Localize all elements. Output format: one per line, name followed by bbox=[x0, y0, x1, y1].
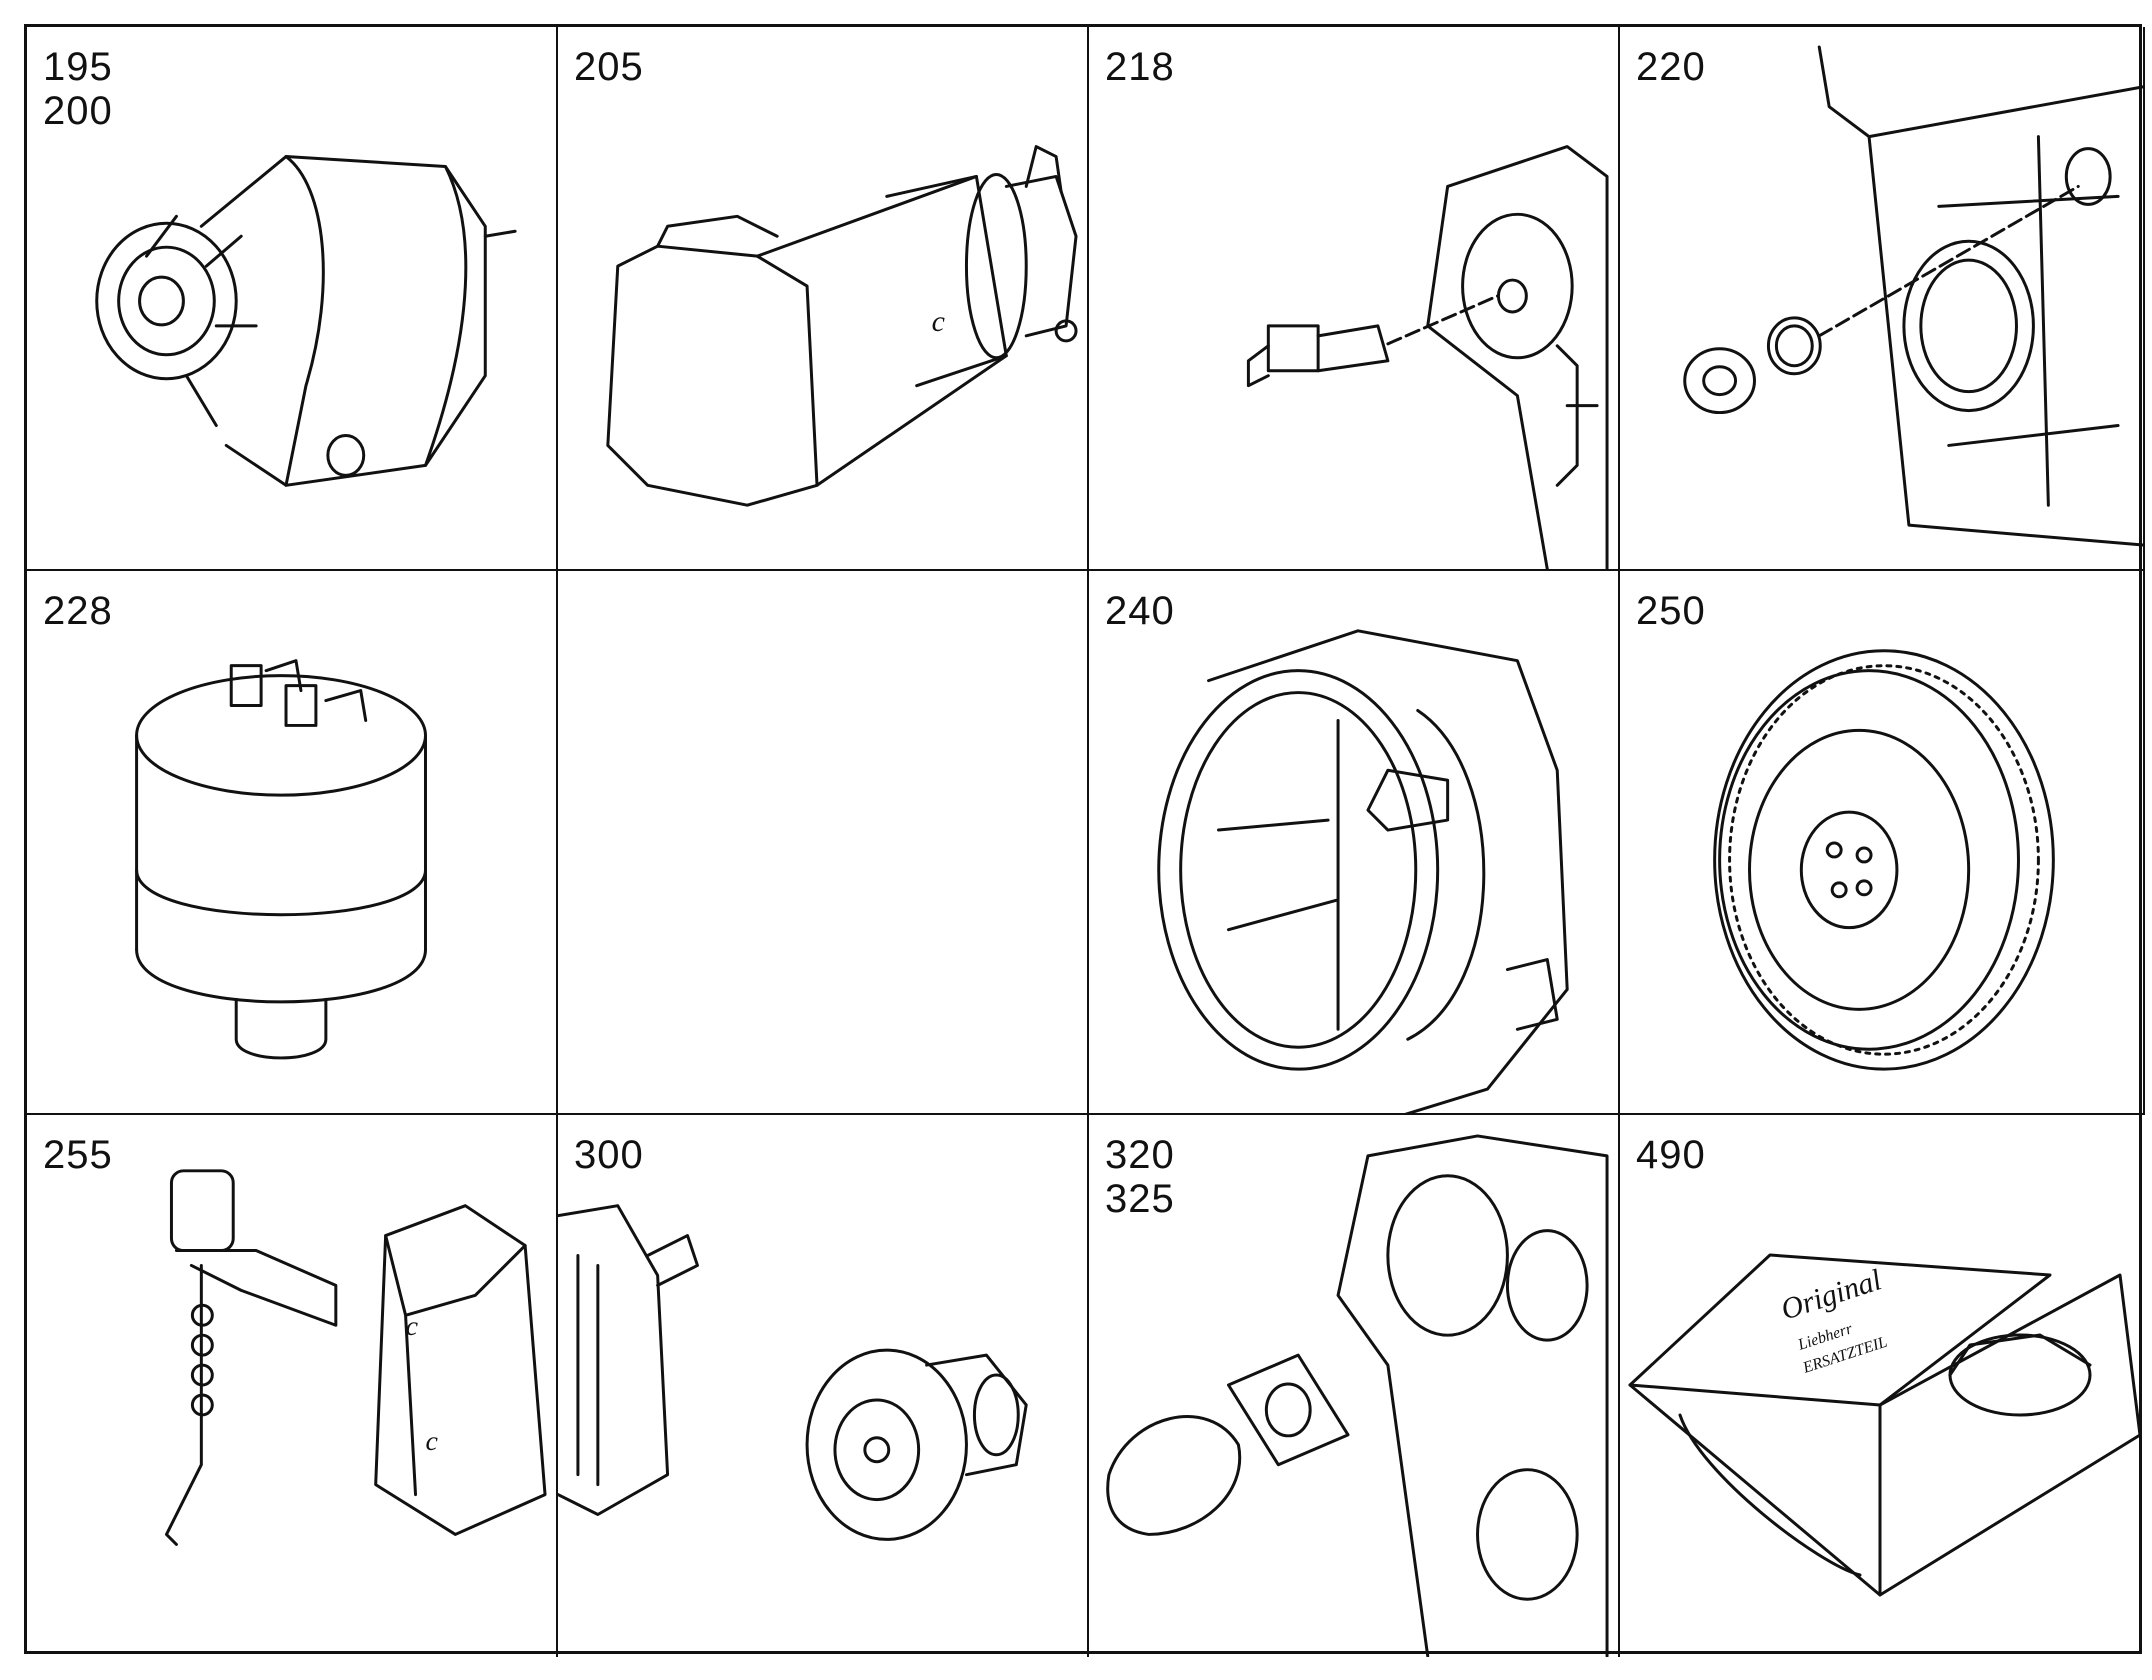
svg-text:c: c bbox=[406, 1311, 419, 1342]
part-number-label: 240 bbox=[1105, 589, 1175, 633]
parts-grid: 195 200 205 c 218 bbox=[24, 24, 2145, 1657]
seal-ring-block-icon bbox=[1683, 45, 2143, 547]
cell-205[interactable]: 205 c bbox=[558, 27, 1089, 571]
part-number-label: 255 bbox=[43, 1133, 113, 1177]
pump-drive-icon bbox=[558, 1204, 1028, 1541]
starter-motor-icon: c bbox=[606, 145, 1078, 507]
cell-228[interactable]: 228 bbox=[27, 571, 558, 1115]
svg-text:c: c bbox=[425, 1426, 438, 1457]
cell-empty bbox=[558, 571, 1089, 1115]
alternator-icon bbox=[95, 155, 517, 487]
gasket-kit-box-icon: Original Liebherr ERSATZTEIL bbox=[1628, 1253, 2142, 1597]
part-number-label: 228 bbox=[43, 589, 113, 633]
box-brand-text: Original bbox=[1777, 1263, 1885, 1326]
part-number-label: 490 bbox=[1636, 1133, 1706, 1177]
flywheel-housing-icon bbox=[1157, 629, 1569, 1113]
cell-300[interactable]: 300 bbox=[558, 1115, 1089, 1657]
part-number-label: 205 bbox=[574, 45, 644, 89]
stop-solenoid-pump-icon: c c bbox=[164, 1169, 547, 1546]
sensor-housing-icon bbox=[1246, 145, 1609, 569]
cell-195-200[interactable]: 195 200 bbox=[27, 27, 558, 571]
cell-250[interactable]: 250 bbox=[1620, 571, 2145, 1115]
flywheel-ring-gear-icon bbox=[1713, 649, 2055, 1071]
cover-gasket-housing-icon bbox=[1106, 1134, 1609, 1657]
part-number-label: 300 bbox=[574, 1133, 644, 1177]
cell-255[interactable]: 255 c c bbox=[27, 1115, 558, 1657]
part-number-label: 218 bbox=[1105, 45, 1175, 89]
cell-218[interactable]: 218 bbox=[1089, 27, 1620, 571]
svg-text:c: c bbox=[932, 305, 945, 338]
cell-490[interactable]: 490 Original Liebherr ERSATZTEIL bbox=[1620, 1115, 2145, 1657]
part-number-label: 320 325 bbox=[1105, 1133, 1175, 1221]
part-number-label: 195 200 bbox=[43, 45, 113, 133]
cell-320-325[interactable]: 320 325 bbox=[1089, 1115, 1620, 1657]
cell-240[interactable]: 240 bbox=[1089, 571, 1620, 1115]
cell-220[interactable]: 220 bbox=[1620, 27, 2145, 571]
part-number-label: 250 bbox=[1636, 589, 1706, 633]
pressure-switch-icon bbox=[135, 659, 427, 1060]
part-number-label: 220 bbox=[1636, 45, 1706, 89]
